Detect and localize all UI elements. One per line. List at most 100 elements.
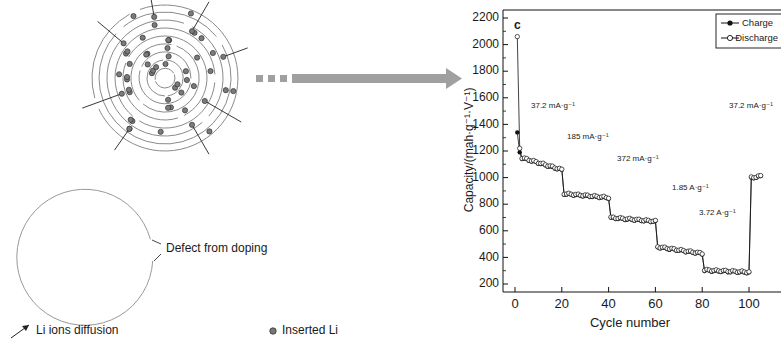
nanotube-rings bbox=[82, 0, 247, 154]
discharge-marker bbox=[700, 252, 704, 256]
inserted-li bbox=[179, 90, 184, 95]
y-tick-label: 1400 bbox=[472, 118, 499, 132]
leader-line bbox=[152, 240, 161, 244]
x-tick bbox=[655, 287, 656, 292]
ring-arc bbox=[139, 70, 191, 103]
y-tick-label: 200 bbox=[479, 277, 499, 291]
li-diffusion-arrow bbox=[192, 2, 209, 31]
y-tick-label: 800 bbox=[479, 197, 499, 211]
arrow-dash bbox=[268, 75, 275, 82]
y-minor-tick bbox=[503, 111, 506, 112]
inserted-li bbox=[127, 126, 132, 131]
inserted-li bbox=[231, 89, 236, 94]
inserted-li bbox=[166, 38, 171, 43]
y-tick bbox=[503, 230, 508, 231]
charge-marker bbox=[700, 252, 704, 256]
discharge-sample-marker bbox=[727, 35, 732, 40]
inserted-li bbox=[188, 11, 193, 16]
y-tick-label: 400 bbox=[479, 251, 499, 265]
x-tick bbox=[515, 287, 516, 292]
ring-arc bbox=[142, 52, 191, 79]
y-tick-label: 2200 bbox=[472, 11, 499, 25]
inserted-li bbox=[167, 38, 172, 43]
discharge-marker bbox=[560, 167, 564, 171]
defect-label: Defect from doping bbox=[166, 242, 267, 256]
y-tick bbox=[503, 151, 508, 152]
charge-marker bbox=[653, 219, 657, 223]
x-tick bbox=[561, 287, 562, 292]
y-tick bbox=[503, 71, 508, 72]
legend-text: Li ions diffusion bbox=[36, 324, 119, 338]
inserted-li-dot bbox=[270, 328, 276, 334]
x-tick-label: 80 bbox=[695, 297, 709, 312]
inserted-li bbox=[184, 77, 189, 82]
big-arrow bbox=[256, 68, 462, 89]
inserted-li bbox=[166, 97, 171, 102]
axis-title: Cycle number bbox=[590, 316, 670, 331]
inserted-li bbox=[125, 49, 130, 54]
inserted-li bbox=[117, 72, 122, 77]
li-diffusion-arrow bbox=[98, 21, 124, 43]
inserted-li bbox=[175, 82, 180, 87]
arrow-body bbox=[292, 68, 462, 89]
ring-arc bbox=[92, 14, 130, 98]
charge-marker bbox=[560, 168, 564, 172]
y-tick bbox=[503, 44, 508, 45]
legend-text: Charge bbox=[742, 18, 773, 29]
ring-arc bbox=[129, 36, 207, 115]
x-tick bbox=[749, 287, 750, 292]
inserted-li bbox=[199, 36, 204, 41]
ring-arc bbox=[143, 46, 199, 112]
y-minor-tick bbox=[503, 57, 506, 58]
inserted-li bbox=[195, 55, 200, 60]
discharge-marker bbox=[606, 196, 610, 200]
inserted-li bbox=[131, 14, 136, 19]
y-tick-label: 1600 bbox=[472, 91, 499, 105]
ring-arc bbox=[166, 60, 183, 96]
x-tick-label: 20 bbox=[555, 297, 569, 312]
y-tick-label: 600 bbox=[479, 224, 499, 238]
li-diffusion-arrow bbox=[205, 101, 241, 122]
x-tick bbox=[608, 287, 609, 292]
inserted-li bbox=[127, 126, 132, 131]
li-diffusion-arrow bbox=[192, 125, 209, 154]
charge-marker bbox=[747, 270, 751, 274]
y-tick bbox=[503, 177, 508, 178]
inserted-li bbox=[166, 54, 171, 59]
y-tick-label: 1800 bbox=[472, 64, 499, 78]
inserted-li bbox=[127, 61, 132, 66]
rate-label: 1.85 A·g⁻¹ bbox=[672, 183, 709, 192]
defect-circle bbox=[17, 189, 153, 325]
y-minor-tick bbox=[503, 164, 506, 165]
ring-arc bbox=[123, 63, 178, 120]
y-tick-label: 1000 bbox=[472, 171, 499, 185]
inserted-li bbox=[158, 129, 163, 134]
y-tick bbox=[503, 284, 508, 285]
y-minor-tick bbox=[503, 244, 506, 245]
ring-arc bbox=[115, 28, 215, 116]
discharge-marker bbox=[653, 218, 657, 222]
rate-label: 185 mA·g⁻¹ bbox=[567, 132, 609, 141]
y-minor-tick bbox=[503, 217, 506, 218]
inserted-li bbox=[189, 29, 194, 34]
rate-chart bbox=[503, 10, 781, 292]
inserted-li bbox=[144, 52, 149, 57]
legend-text: Inserted Li bbox=[282, 324, 338, 338]
inserted-li bbox=[154, 65, 159, 70]
inserted-li bbox=[208, 69, 213, 74]
charge-marker bbox=[515, 130, 519, 134]
discharge-line bbox=[517, 37, 760, 273]
li-diffusion-arrow bbox=[82, 94, 122, 108]
y-tick bbox=[503, 18, 508, 19]
legend-text: Discharge bbox=[735, 33, 778, 44]
y-tick bbox=[503, 97, 508, 98]
y-minor-tick bbox=[503, 190, 506, 191]
series bbox=[515, 34, 763, 275]
panel-letter: c bbox=[514, 19, 521, 33]
arrowhead bbox=[22, 325, 29, 331]
inserted-li bbox=[140, 35, 145, 40]
x-tick-label: 100 bbox=[738, 297, 760, 312]
inserted-li bbox=[166, 38, 171, 43]
rate-label: 37.2 mA·g⁻¹ bbox=[729, 101, 773, 110]
